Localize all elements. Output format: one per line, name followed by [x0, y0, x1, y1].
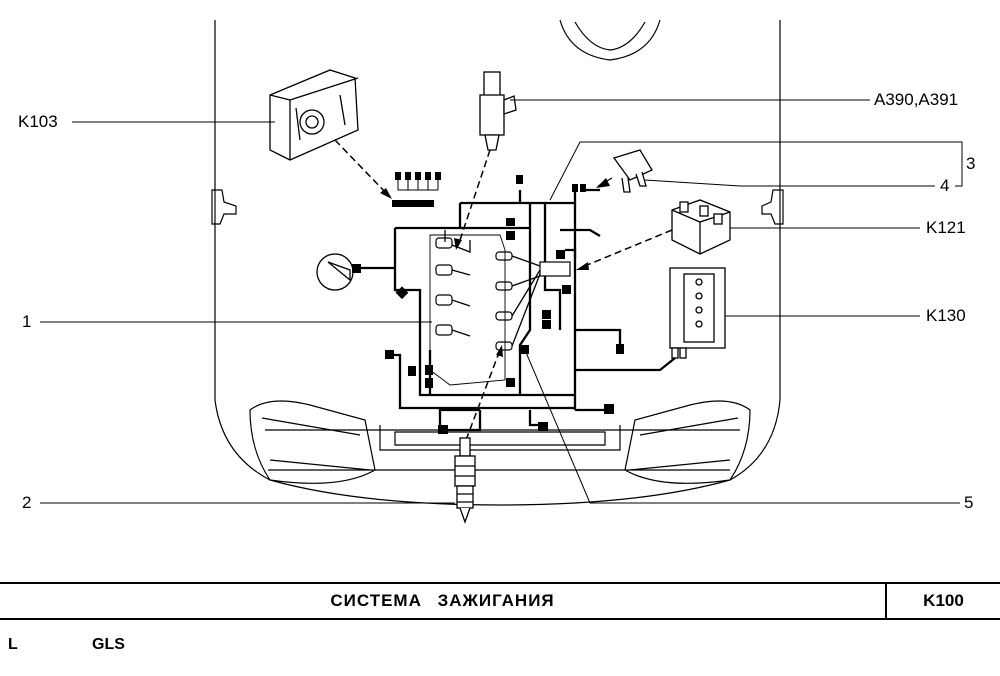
variant-label-l: L: [8, 636, 18, 653]
engine-block: [429, 234, 506, 386]
callout-a390-a391: A390,A391: [874, 90, 959, 109]
callout-4: 4: [940, 176, 950, 195]
ecu-dashed-arrow: [334, 139, 389, 196]
front-bumper: [265, 425, 740, 471]
fuse-item-4: [612, 149, 653, 193]
left-headlight: [249, 400, 376, 484]
callout-k103: K103: [18, 112, 58, 131]
car-body-outline: [214, 20, 781, 506]
diagram-code: K100: [923, 591, 964, 610]
callout-3: 3: [966, 154, 976, 173]
ignition-system-diagram: [40, 19, 963, 524]
injector-connectors: [435, 237, 571, 351]
ecu-k103-module: [269, 69, 359, 161]
callout-k121: K121: [926, 218, 966, 237]
wiring-harness: [361, 188, 676, 432]
variant-label-gls: GLS: [92, 636, 125, 653]
injector-a390: [479, 71, 517, 151]
right-headlight: [624, 400, 751, 484]
diagram-title: СИСТЕМА ЗАЖИГАНИЯ: [0, 584, 887, 618]
steering-wheel: [559, 19, 661, 61]
callout-k130: K130: [926, 306, 966, 325]
title-block: СИСТЕМА ЗАЖИГАНИЯ K100: [0, 582, 1000, 620]
callout-5: 5: [964, 493, 974, 512]
right-mirror-mount: [761, 189, 784, 225]
left-mirror-mount: [211, 189, 237, 225]
harness-connectors: [385, 175, 624, 434]
callout-1: 1: [22, 312, 32, 331]
spark-plug-item-2: [454, 437, 476, 524]
callout-2: 2: [22, 493, 32, 512]
callout-leader-lines: [40, 99, 963, 504]
battery-k130: [669, 267, 726, 359]
sensor-round: [316, 253, 354, 291]
ignition-coil-k121: [671, 199, 731, 255]
ecu-connector-bank: [392, 172, 441, 207]
